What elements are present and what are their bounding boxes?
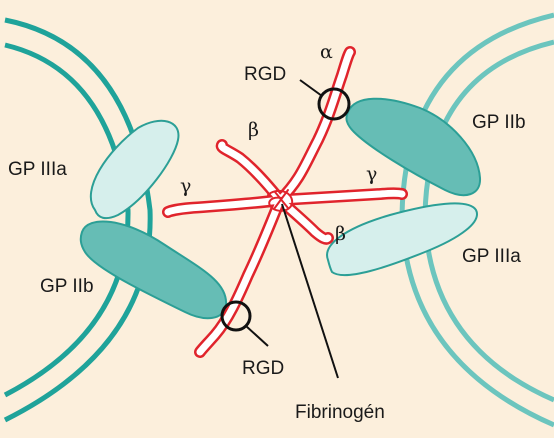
label-rgd-top: RGD — [244, 64, 286, 85]
label-gamma-right: γ — [366, 163, 377, 185]
fibrinogen-beta-top-core — [218, 141, 284, 204]
rgd-top-leader-line — [299, 79, 323, 97]
fibrinogen-gamma-right-core — [276, 189, 406, 204]
label-alpha: α — [320, 41, 333, 63]
left-gp-iiia-shape — [89, 119, 180, 220]
label-gp-iiia-right: GP IIIa — [462, 246, 521, 267]
rgd-top-binding-circle — [317, 87, 351, 121]
label-beta-right: β — [335, 223, 346, 245]
label-gp-iib-right: GP IIb — [472, 112, 526, 133]
label-rgd-bottom: RGD — [242, 358, 284, 379]
rgd-bottom-binding-circle — [220, 300, 252, 332]
label-gamma-left: γ — [180, 175, 191, 197]
fibrinogen-gamma-left-core — [164, 196, 284, 216]
left-platelet-membrane — [3, 17, 153, 423]
right-gp-iib-shape — [345, 97, 482, 197]
fibrinogen-alpha-chain-core — [276, 48, 354, 204]
fibrinogen-central-knot — [267, 189, 294, 212]
label-gp-iiia-left: GP IIIa — [8, 159, 67, 180]
fibrinogen-leader-line — [281, 203, 339, 379]
rgd-bottom-leader-line — [245, 325, 269, 347]
fibrinogen-beta-right-core — [276, 196, 332, 243]
left-membrane-outer-arc — [3, 17, 153, 423]
left-gp-iib-shape — [79, 220, 228, 320]
label-gp-iib-left: GP IIb — [40, 276, 94, 297]
label-beta-top: β — [248, 119, 259, 141]
right-gp-iiia-shape — [326, 202, 478, 277]
label-fibrinogen: Fibrinogén — [295, 402, 385, 423]
fibrinogen-molecule — [162, 46, 408, 358]
left-membrane-inner-arc — [3, 42, 131, 398]
